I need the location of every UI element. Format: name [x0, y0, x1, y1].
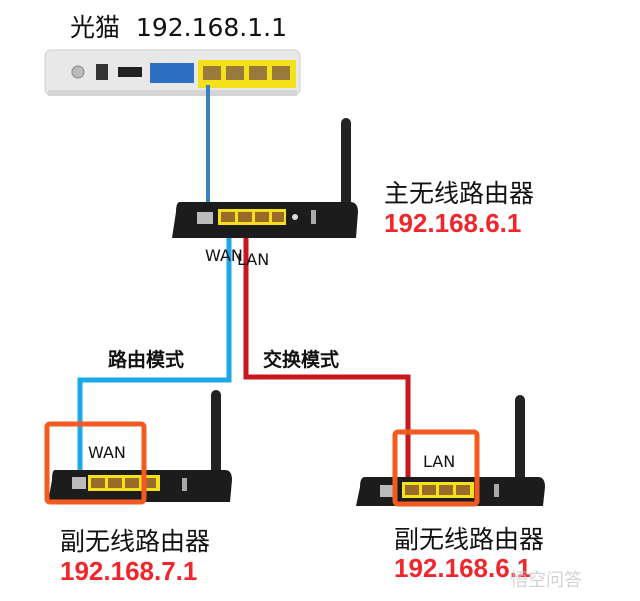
lan-highlight-box: [392, 429, 480, 507]
router-mode-label: 路由模式: [108, 349, 185, 371]
modem-ip: 192.168.1.1: [135, 13, 288, 42]
right-port-label: LAN: [423, 452, 456, 471]
main-router-device: [172, 118, 358, 238]
left-sub-router-label: 副无线路由器: [60, 527, 211, 556]
main-lan-label: LAN: [237, 250, 270, 269]
main-router-ip: 192.168.6.1: [384, 208, 522, 238]
main-wan-label: WAN: [205, 246, 243, 265]
right-sub-router-ip: 192.168.6.1: [394, 553, 532, 583]
watermark: 悟空问答: [510, 570, 582, 591]
wan-highlight-box: [44, 421, 147, 505]
cable-router-mode: [77, 222, 232, 486]
right-sub-router-label: 副无线路由器: [394, 525, 545, 554]
right-sub-router-device: [356, 395, 545, 507]
left-sub-router-device: [44, 390, 232, 505]
left-port-label: WAN: [88, 443, 126, 462]
modem-device: [44, 49, 301, 96]
modem-label: 光猫: [70, 13, 121, 42]
modem-title: 光猫 192.168.1.1: [70, 8, 287, 44]
main-router-label: 主无线路由器: [384, 179, 535, 208]
switch-mode-label: 交换模式: [263, 349, 340, 371]
left-sub-router-ip: 192.168.7.1: [60, 556, 198, 586]
